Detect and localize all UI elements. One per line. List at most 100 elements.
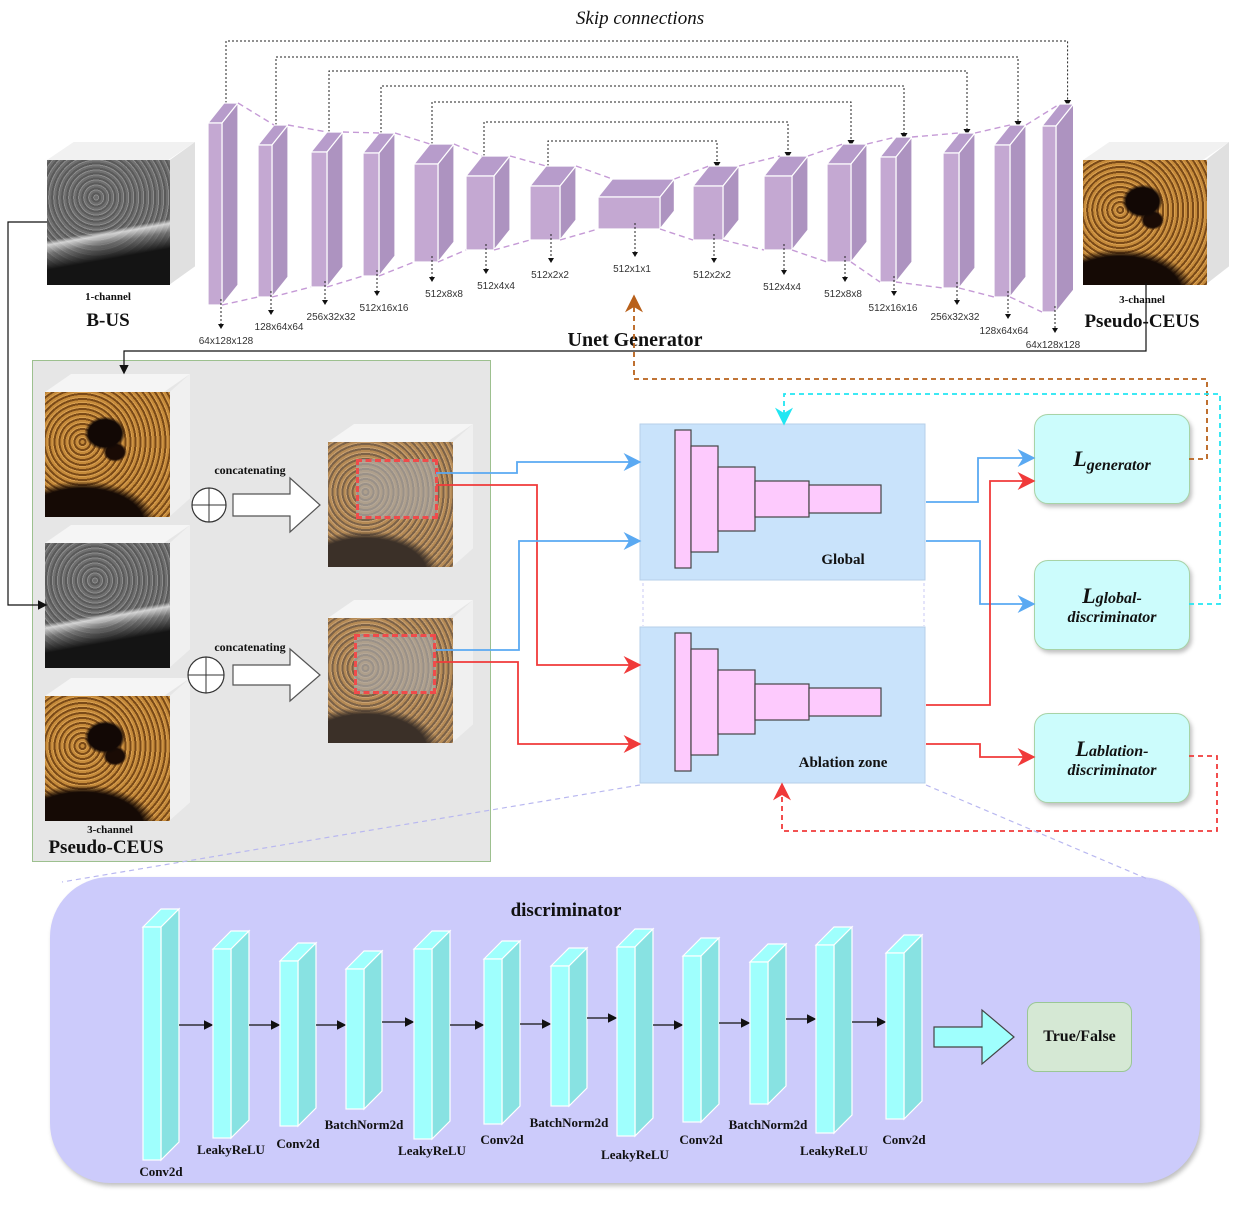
unet-block <box>596 177 676 231</box>
shape-arrowhead <box>429 277 435 282</box>
unet-block-side <box>958 131 976 290</box>
layer-side <box>700 936 720 1124</box>
output-arrow <box>933 1008 1015 1066</box>
unet-block <box>992 123 1028 299</box>
unet-shape-label: 512x2x2 <box>531 270 569 281</box>
layer-front <box>815 944 835 1134</box>
discriminator-layer: LeakyReLU <box>197 929 281 1157</box>
discriminator-bar <box>754 480 810 518</box>
unet-envelope-top <box>237 102 275 126</box>
discriminator-layer: BatchNorm2d <box>325 949 415 1132</box>
unet-block-side <box>1009 123 1027 299</box>
discriminator-layer: LeakyReLU <box>800 925 887 1158</box>
ceus-image-face <box>45 696 170 821</box>
unet-shape-label: 512x4x4 <box>763 282 801 293</box>
concatenated-image-bottom <box>328 600 473 743</box>
global-to-generator-loss <box>926 449 1036 503</box>
shape-arrowhead <box>891 291 897 296</box>
unet-block <box>361 131 397 278</box>
ablation-loss-feedback <box>773 755 1218 832</box>
unet-shape-label: 64x128x128 <box>1026 340 1081 351</box>
cube-side-face <box>169 142 195 285</box>
shape-arrowhead <box>632 252 638 257</box>
ablation-to-ablation-loss <box>926 743 1036 766</box>
layer-front <box>345 968 365 1110</box>
unet-envelope-top <box>509 155 547 167</box>
bus-input-image <box>47 142 195 285</box>
unet-block <box>825 142 869 264</box>
discriminator-layer: Conv2d <box>480 939 552 1147</box>
unet-block-side <box>1055 102 1075 314</box>
output-to-discriminator-line <box>119 283 1147 375</box>
unet-block-front <box>692 185 724 241</box>
unet-shape-label: 256x32x32 <box>307 312 356 323</box>
ceus-input-image-top <box>45 374 190 517</box>
blue-arrow-bottom-to-global <box>436 532 642 651</box>
unet-block-front <box>310 151 328 288</box>
discriminator-bar-stack <box>674 429 882 569</box>
shape-arrowhead <box>1052 328 1058 333</box>
unet-envelope-top <box>287 124 328 133</box>
discriminator-bar <box>717 466 756 532</box>
layer-side <box>431 929 451 1141</box>
concat-operator-bottom <box>187 647 321 703</box>
global-discriminator-loss-box: Lglobal- discriminator <box>1034 560 1190 650</box>
unet-block-front <box>1041 125 1057 313</box>
unet-shape-label: 512x4x4 <box>477 281 515 292</box>
unet-envelope-bottom <box>326 275 364 288</box>
layer-side <box>634 927 654 1138</box>
skip-connection <box>483 121 789 156</box>
concatenated-image-top <box>328 424 473 567</box>
cube-side-face <box>452 600 473 743</box>
cube-top-face <box>1083 142 1229 160</box>
discriminator-bar <box>690 648 719 756</box>
global-loss-label: Lglobal- <box>1082 583 1142 609</box>
generator-loss-feedback <box>625 294 1208 460</box>
unet-envelope-top <box>911 132 960 138</box>
unet-block <box>309 130 345 289</box>
skip-arrowhead <box>900 133 908 139</box>
unet-envelope-bottom <box>559 228 599 241</box>
cube-side-face <box>1205 142 1229 285</box>
skip-arrowhead <box>784 152 792 158</box>
layer-front <box>279 960 299 1127</box>
unet-envelope-bottom <box>1009 296 1043 313</box>
concat-label-bottom: concatenating <box>214 640 285 654</box>
cube-side-face <box>452 424 473 567</box>
global-loss-feedback <box>775 393 1221 605</box>
discriminator-layer: Conv2d <box>882 933 926 1147</box>
unet-blocks <box>206 101 1075 314</box>
unet-envelope-bottom <box>958 287 995 298</box>
unet-shape-label: 128x64x64 <box>255 322 304 333</box>
unet-shape-label: 128x64x64 <box>980 326 1029 337</box>
cube-top-face <box>328 424 473 442</box>
true-false-output-box: True/False <box>1027 1002 1132 1072</box>
unet-shape-label: 512x1x1 <box>613 264 651 275</box>
discriminator-bar-stack <box>674 632 882 772</box>
disc-input-name-label: Pseudo-CEUS <box>48 837 163 858</box>
true-false-label: True/False <box>1043 1028 1116 1045</box>
discriminator-layer: Conv2d <box>276 941 347 1151</box>
unet-block <box>256 123 290 299</box>
loss-subscript: global- <box>1095 590 1142 607</box>
discriminator-bar <box>754 683 810 721</box>
layer-side <box>230 929 250 1140</box>
skip-arrowhead <box>847 140 855 146</box>
unet-envelope-bottom <box>437 249 467 263</box>
unet-envelope-top <box>738 155 781 167</box>
skip-arrowhead <box>1014 121 1022 127</box>
discriminator-layer: Conv2d <box>679 936 751 1147</box>
layer-side <box>501 939 521 1126</box>
bus-image-face <box>45 543 170 668</box>
layer-side <box>568 946 588 1108</box>
layer-side <box>833 925 853 1135</box>
unet-block-front <box>207 122 223 306</box>
unet-block-front <box>763 175 793 251</box>
layer-label: LeakyReLU <box>398 1143 467 1158</box>
unet-block-side <box>326 130 344 289</box>
skip-connection <box>225 40 1069 103</box>
bus-to-discriminator-line <box>7 221 48 610</box>
unet-block <box>878 135 914 284</box>
cube-side-face <box>169 678 190 821</box>
ablation-to-generator-loss <box>926 472 1036 706</box>
